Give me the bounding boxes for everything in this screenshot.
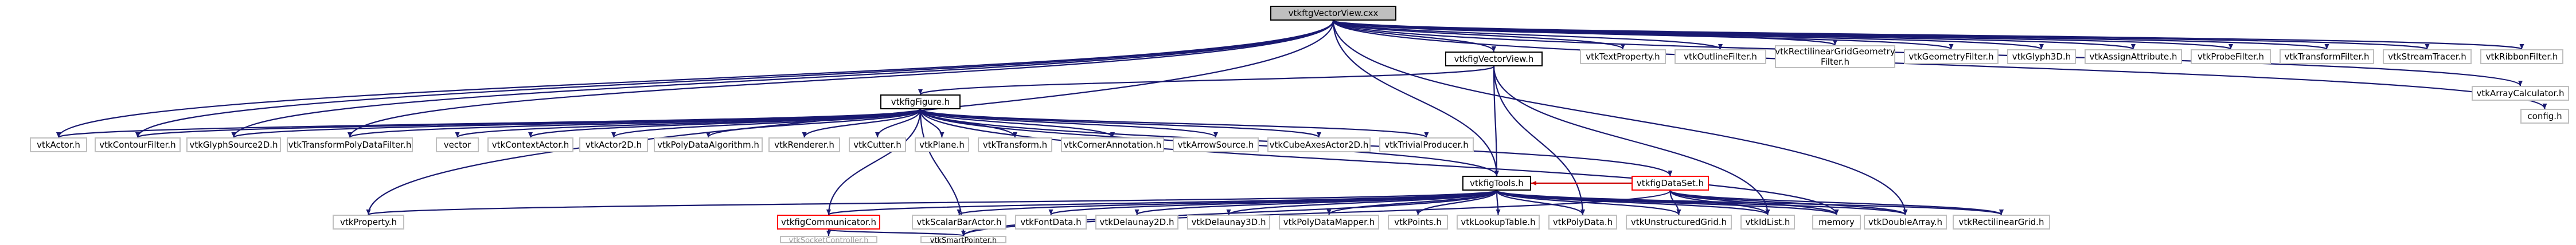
edge-vtkfigVectorView_h-to-vtkfigTools_h (1493, 66, 1499, 176)
node-vtkpolydatamapper-h[interactable]: vtkPolyDataMapper.h (1279, 215, 1379, 230)
edge-root-to-vtkfigVectorView_h (1332, 20, 1496, 52)
edge-vtkfigDataSet_h-to-vtkUnstructuredGrid_h (1669, 190, 1681, 215)
node-vtkdelaunay3d-h[interactable]: vtkDelaunay3D.h (1187, 215, 1270, 230)
edge-vtkfigFigure_h-to-vtkCutter_h (875, 109, 922, 138)
node-vtkcontourfilter-h[interactable]: vtkContourFilter.h (95, 137, 181, 152)
edge-root-to-vtkContourFilter_h (135, 20, 1334, 138)
edge-vtkfigFigure_h-to-vtkPolyDataAlgorithm_h (706, 109, 922, 138)
edge-root-to-config_h (1332, 20, 2547, 109)
edge-vtkfigTools_h-to-vtkLookupTable_h (1496, 190, 1501, 215)
node-vtkcutter-h[interactable]: vtkCutter.h (849, 137, 906, 152)
node-vtkactor-h[interactable]: vtkActor.h (30, 137, 87, 152)
edge-vtkfigDataSet_h-to-memory (1669, 190, 1839, 215)
node-config-h[interactable]: config.h (2520, 109, 2569, 124)
node-vtkfigfigure-h[interactable]: vtkfigFigure.h (880, 94, 961, 109)
node-vtktrivialproducer-h[interactable]: vtkTrivialProducer.h (1379, 137, 1474, 152)
edge-vtkfigFigure_h-to-vtkfigCommunicator_h (826, 109, 922, 215)
edge-vtkfigCommunicator_h-to-vtkSmartPointer_h (828, 228, 966, 237)
node-vtkdelaunay2d-h[interactable]: vtkDelaunay2D.h (1095, 215, 1178, 230)
node-vector[interactable]: vector (436, 137, 479, 152)
edge-vtkfigTools_h-to-vtkfigCommunicator_h (826, 189, 1498, 216)
node-vtktransformfilter-h[interactable]: vtkTransformFilter.h (2280, 49, 2374, 64)
edge-vtkfigVectorView_h-to-vtkIdList_h (1493, 66, 1770, 215)
edge-vtkfigFigure_h-to-vtkTransformPolyDataFilter_h (348, 108, 922, 139)
node-memory[interactable]: memory (1812, 215, 1861, 230)
node-vtkcontextactor-h[interactable]: vtkContextActor.h (487, 137, 573, 152)
edge-vtkfigFigure_h-to-vtkTrivialProducer_h (919, 108, 1429, 139)
node-vtkrenderer-h[interactable]: vtkRenderer.h (768, 137, 840, 152)
node-vtkcornerannotation-h[interactable]: vtkCornerAnnotation.h (1061, 137, 1164, 152)
node-vtkstreamtracer-h[interactable]: vtkStreamTracer.h (2383, 49, 2472, 64)
edge-vtkfigDataSet_h-to-vtkDoubleArray_h (1669, 189, 1908, 216)
edge-vtkfigTools_h-to-vtkProperty_h (366, 189, 1498, 216)
node-vtkcubeaxesactor2d-h[interactable]: vtkCubeAxesActor2D.h (1267, 137, 1371, 152)
node-vtkscalarbaractor-h[interactable]: vtkScalarBarActor.h (912, 215, 1006, 230)
node-vtkoutlinefilter-h[interactable]: vtkOutlineFilter.h (1675, 49, 1766, 64)
edge-root-to-vtkActor_h (56, 20, 1334, 138)
node-vtkactor2d-h[interactable]: vtkActor2D.h (579, 137, 648, 152)
node-vtksocketcontroller-h[interactable]: vtkSocketController.h (780, 236, 877, 244)
edge-vtkfigDataSet_h-to-vtkIdList_h (1669, 190, 1770, 215)
node-vtkfigvectorview-cxx[interactable]: vtkftgVectorView.cxx (1270, 6, 1396, 21)
node-vtkidlist-h[interactable]: vtkIdList.h (1740, 215, 1795, 230)
node-vtkfigvectorview-h[interactable]: vtkfigVectorView.h (1445, 52, 1543, 66)
edge-vtkfigTools_h-to-vtkPoints_h (1415, 190, 1498, 215)
edge-root-to-vtkOutlineFilter_h (1332, 19, 1723, 50)
edge-vtkfigVectorView_h-to-vtkPolyData_h (1493, 66, 1585, 215)
node-vtkgeometryfilter-h[interactable]: vtkGeometryFilter.h (1904, 49, 1999, 64)
node-vtkproperty-h[interactable]: vtkProperty.h (333, 215, 404, 230)
node-vtktransformpolydatafilter-h[interactable]: vtkTransformPolyDataFilter.h (287, 137, 413, 152)
edge-vtkfigVectorView_h-to-vtkfigFigure_h (918, 65, 1495, 96)
node-vtkrectilineargrid-h[interactable]: vtkRectilinearGrid.h (1953, 215, 2050, 230)
node-vtkarrowsource-h[interactable]: vtkArrowSource.h (1173, 137, 1259, 152)
edges-layer (56, 19, 2547, 237)
node-vtkfontdata-h[interactable]: vtkFontData.h (1015, 215, 1087, 230)
edge-root-to-vtkDoubleArray_h (1332, 20, 1908, 215)
node-vtkassignattribute-h[interactable]: vtkAssignAttribute.h (2085, 49, 2182, 64)
edge-vtkfigDataSet_h-to-vtkRectilinearGrid_h (1669, 189, 2004, 216)
edge-vtkfigFigure_h-to-vtkRenderer_h (802, 109, 922, 138)
node-vtkfigcommunicator-h[interactable]: vtkfigCommunicator.h (777, 215, 880, 230)
node-vtktextproperty-h[interactable]: vtkTextProperty.h (1580, 49, 1666, 64)
node-vtkunstructuredgrid-h[interactable]: vtkUnstructuredGrid.h (1626, 215, 1732, 230)
node-vtkprobefilter-h[interactable]: vtkProbeFilter.h (2191, 49, 2271, 64)
edge-vtkfigFigure_h-to-vtkCornerAnnotation_h (919, 109, 1115, 138)
edge-root-to-vtkGlyphSource2D_h (231, 20, 1334, 138)
node-vtkglyphsource2d-h[interactable]: vtkGlyphSource2D.h (186, 137, 281, 152)
node-vtklookuptable-h[interactable]: vtkLookupTable.h (1457, 215, 1540, 230)
edge-vtkfigTools_h-to-vtkDelaunay2D_h (1134, 189, 1498, 216)
node-vtktransform-h[interactable]: vtkTransform.h (978, 137, 1052, 152)
edge-root-to-vtkfigTools_h (1332, 20, 1499, 176)
node-vtkdoublearray-h[interactable]: vtkDoubleArray.h (1864, 215, 1947, 230)
edge-vtkfigFigure_h-to-memory (919, 109, 1839, 215)
edge-vtkfigFigure_h-to-vtkContextActor_h (528, 108, 922, 139)
node-vtkpoints-h[interactable]: vtkPoints.h (1388, 215, 1448, 230)
node-vtkrectilineargridgeometryfilter-h[interactable]: vtkRectilinearGridGeometry Filter.h (1775, 45, 1895, 68)
edge-vtkfigTools_h-to-vtkPolyData_h (1496, 190, 1585, 215)
node-vtkfigdataset-h[interactable]: vtkfigDataSet.h (1632, 176, 1709, 191)
node-vtkpolydata-h[interactable]: vtkPolyData.h (1548, 215, 1617, 230)
node-vtkplane-h[interactable]: vtkPlane.h (915, 137, 969, 152)
node-vtkribbonfilter-h[interactable]: vtkRibbonFilter.h (2480, 49, 2563, 64)
node-vtkglyph3d-h[interactable]: vtkGlyph3D.h (2007, 49, 2076, 64)
edge-root-to-vtkTransformPolyDataFilter_h (348, 20, 1334, 138)
node-vtksmartpointer-h[interactable]: vtkSmartPointer.h (920, 236, 1006, 244)
edge-vtkfigTools_h-to-vtkDelaunay3D_h (1226, 189, 1498, 216)
node-vtkfigtools-h[interactable]: vtkfigTools.h (1462, 176, 1531, 191)
node-vtkarraycalculator-h[interactable]: vtkArrayCalculator.h (2472, 86, 2569, 101)
node-vtkpolydataalgorithm-h[interactable]: vtkPolyDataAlgorithm.h (654, 137, 763, 152)
edge-vtkfigFigure_h-to-vtkActor2D_h (611, 108, 922, 139)
edge-root-to-vtkRibbonFilter_h (1332, 19, 2524, 50)
